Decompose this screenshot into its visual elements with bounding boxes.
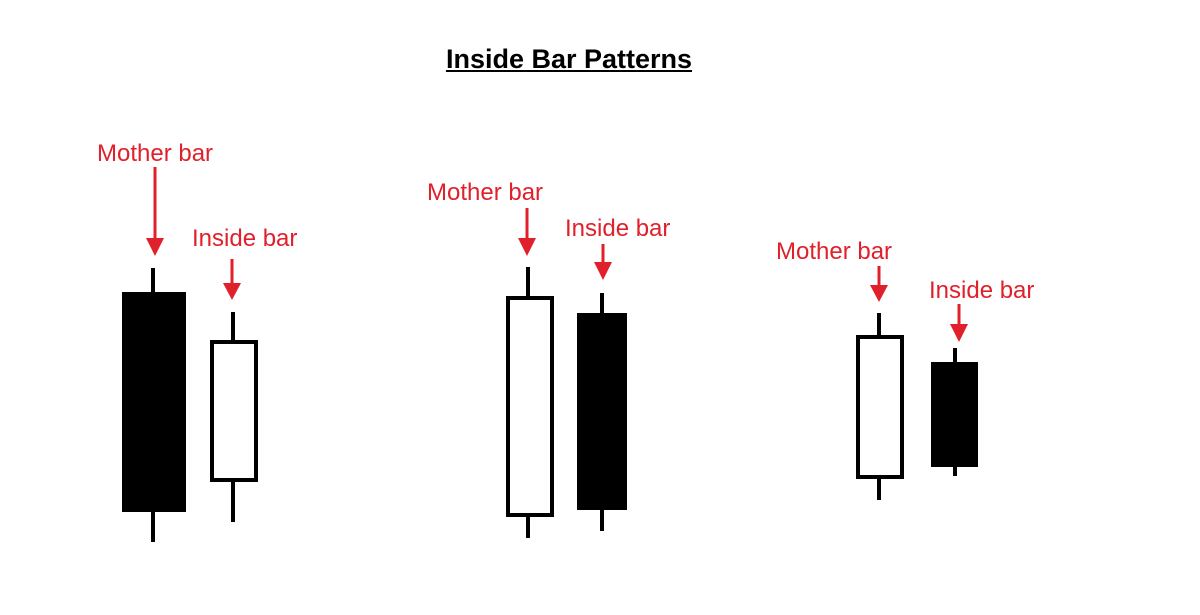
mother-bar-candle	[122, 268, 186, 542]
mother-bar-arrow-icon	[146, 167, 164, 256]
inside-bar-arrow-icon	[594, 244, 612, 280]
inside-bar-label: Inside bar	[929, 277, 1034, 304]
inside-bar-label: Inside bar	[565, 215, 670, 242]
mother-bar-candle	[506, 267, 554, 538]
inside-bar-arrow-icon	[950, 304, 968, 342]
pattern-3: Mother bar Inside bar	[776, 238, 1034, 500]
pattern-2: Mother bar Inside bar	[427, 179, 670, 538]
diagram-title: Inside Bar Patterns	[445, 44, 693, 74]
inside-bar-candle	[931, 348, 978, 476]
inside-bar-candle	[577, 293, 627, 531]
mother-bar-arrow-icon	[518, 208, 536, 256]
mother-bar-candle	[856, 313, 904, 500]
inside-bar-arrow-icon	[223, 259, 241, 300]
mother-bar-label: Mother bar	[776, 238, 892, 265]
inside-bar-label: Inside bar	[192, 225, 297, 252]
mother-bar-label: Mother bar	[97, 140, 213, 167]
mother-bar-label: Mother bar	[427, 179, 543, 206]
inside-bar-candle	[210, 312, 258, 522]
pattern-1: Mother bar Inside bar	[97, 140, 297, 542]
mother-bar-arrow-icon	[870, 266, 888, 302]
